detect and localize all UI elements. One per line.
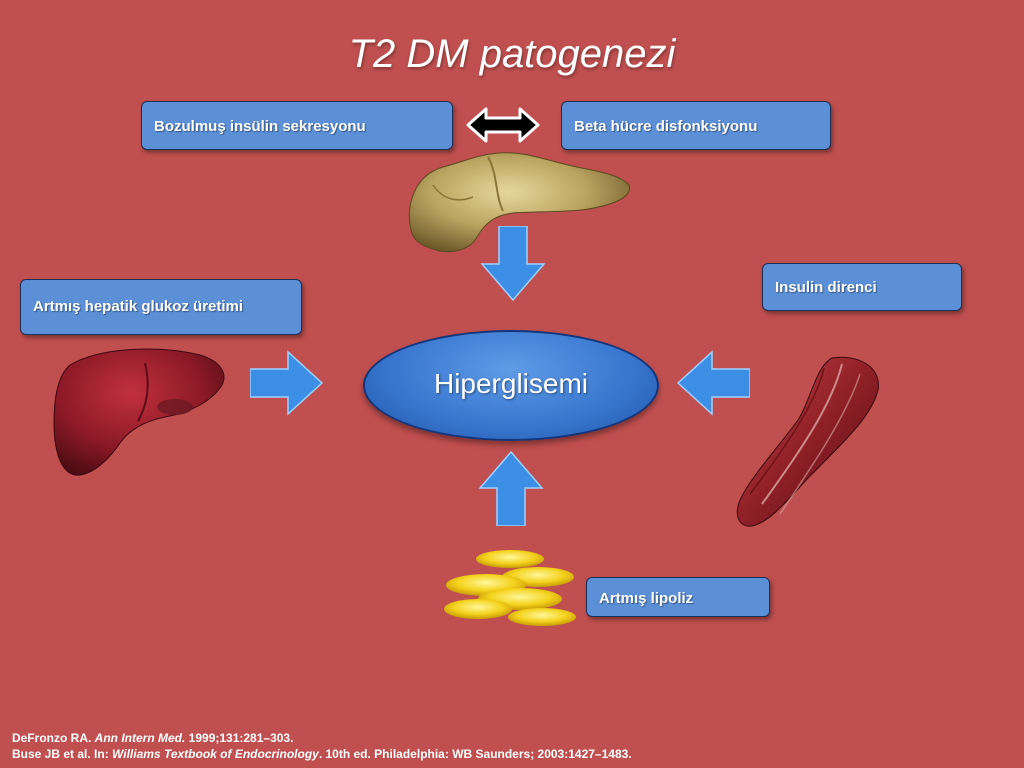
insulin-resistance-label: Insulin direnci bbox=[775, 279, 877, 296]
liver-image bbox=[53, 348, 225, 476]
page-title: T2 DM patogenezi bbox=[348, 32, 676, 76]
insulin-resistance-box: Insulin direnci bbox=[762, 263, 962, 311]
arrow-right-icon bbox=[250, 350, 324, 416]
hyperglycemia-ellipse: Hiperglisemi bbox=[363, 330, 659, 441]
reference-line-2: Buse JB et al. In: Williams Textbook of … bbox=[12, 747, 632, 761]
reference-1-details: 1999;131:281–303. bbox=[185, 731, 294, 745]
reference-2-author: Buse JB et al. In: bbox=[12, 747, 113, 761]
pancreas-image bbox=[408, 152, 630, 253]
reference-1-author: DeFronzo RA. bbox=[12, 731, 95, 745]
reference-2-journal: Williams Textbook of Endocrinology bbox=[112, 747, 319, 761]
increased-lipolysis-label: Artmış lipoliz bbox=[599, 590, 694, 607]
reference-1-journal: Ann Intern Med. bbox=[94, 731, 186, 745]
arrow-down-icon bbox=[480, 226, 546, 302]
impaired-insulin-secretion-box: Bozulmuş insülin sekresyonu bbox=[141, 101, 453, 150]
arrow-up-icon bbox=[478, 450, 544, 526]
hepatic-glucose-production-box: Artmış hepatik glukoz üretimi bbox=[20, 279, 302, 335]
hyperglycemia-label: Hiperglisemi bbox=[433, 368, 589, 399]
hepatic-glucose-production-label: Artmış hepatik glukoz üretimi bbox=[33, 298, 244, 315]
double-arrow-icon bbox=[466, 107, 540, 143]
fat-droplets-image bbox=[444, 550, 576, 626]
reference-line-1: DeFronzo RA. Ann Intern Med. 1999;131:28… bbox=[12, 731, 293, 745]
muscle-image bbox=[736, 356, 879, 527]
beta-cell-dysfunction-label: Beta hücre disfonksiyonu bbox=[574, 118, 758, 135]
reference-2-details: . 10th ed. Philadelphia: WB Saunders; 20… bbox=[318, 747, 632, 761]
beta-cell-dysfunction-box: Beta hücre disfonksiyonu bbox=[561, 101, 831, 150]
impaired-insulin-secretion-label: Bozulmuş insülin sekresyonu bbox=[154, 118, 366, 135]
increased-lipolysis-box: Artmış lipoliz bbox=[586, 577, 770, 617]
arrow-left-icon bbox=[676, 350, 750, 416]
